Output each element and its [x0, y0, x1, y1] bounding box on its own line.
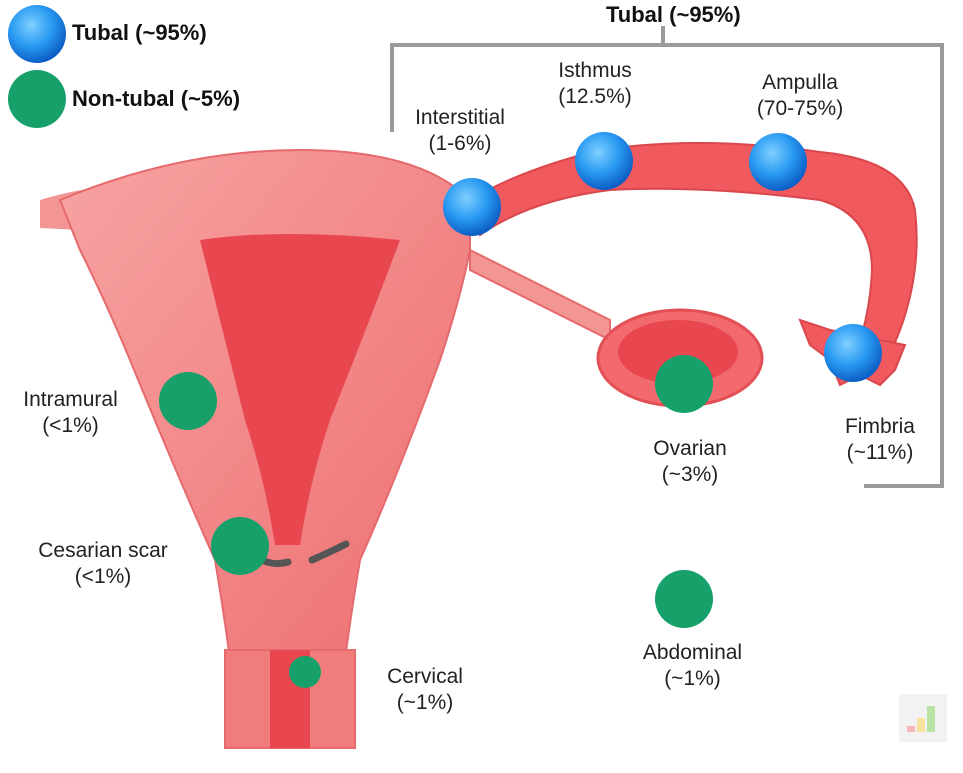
legend-nontubal-label: Non-tubal (~5%): [72, 86, 241, 111]
ovarian-ligament: [469, 248, 611, 342]
legend-nontubal-dot: [8, 70, 66, 128]
interstitial-pct: (1-6%): [428, 132, 492, 155]
ampulla-site-dot: [749, 133, 807, 191]
cesarian-name: Cesarian scar: [38, 539, 168, 562]
tubal-bracket-line: [390, 43, 944, 488]
cervical-name: Cervical: [387, 665, 463, 688]
isthmus-name: Isthmus: [558, 59, 632, 82]
cervical-label: Cervical (~1%): [375, 664, 475, 716]
ampulla-pct: (70-75%): [756, 97, 844, 120]
fimbria-name: Fimbria: [844, 415, 915, 438]
isthmus-label: Isthmus (12.5%): [540, 58, 650, 110]
cervical-pct: (~1%): [396, 691, 454, 714]
fimbria-pct: (~11%): [846, 441, 914, 464]
interstitial-site-dot: [443, 178, 501, 236]
cesarian-scar-mark-right: [308, 540, 350, 564]
legend-tubal-label: Tubal (~95%): [72, 20, 207, 45]
intramural-name: Intramural: [23, 388, 118, 411]
isthmus-pct: (12.5%): [558, 85, 632, 108]
ampulla-name: Ampulla: [762, 71, 838, 94]
ovarian-name: Ovarian: [653, 437, 727, 460]
interstitial-label: Interstitial (1-6%): [400, 105, 520, 157]
intramural-pct: (<1%): [42, 414, 99, 437]
abdominal-label: Abdominal (~1%): [630, 640, 755, 692]
cesarian-site-dot: [211, 517, 269, 575]
uterine-cavity: [200, 234, 400, 545]
abdominal-name: Abdominal: [642, 641, 743, 664]
isthmus-site-dot: [575, 132, 633, 190]
abdominal-site-dot: [655, 570, 713, 628]
abdominal-pct: (~1%): [664, 667, 721, 690]
cesarian-scar-mark-left: [258, 556, 292, 568]
intramural-label: Intramural (<1%): [8, 387, 133, 439]
fimbria-site-dot: [824, 324, 882, 382]
cesarian-label: Cesarian scar (<1%): [18, 538, 188, 590]
ampulla-label: Ampulla (70-75%): [745, 70, 855, 122]
fimbria-label: Fimbria (~11%): [830, 414, 930, 466]
cesarian-pct: (<1%): [74, 565, 132, 588]
interstitial-name: Interstitial: [415, 106, 505, 129]
legend-tubal-dot: [8, 5, 66, 63]
cervical-site-dot: [289, 656, 321, 688]
ovarian-label: Ovarian (~3%): [640, 436, 740, 488]
ovarian-site-dot: [655, 355, 713, 413]
watermark-logo: [899, 694, 947, 742]
ovarian-pct: (~3%): [661, 463, 719, 486]
tubal-bracket-title: Tubal (~95%): [606, 2, 741, 27]
intramural-site-dot: [159, 372, 217, 430]
